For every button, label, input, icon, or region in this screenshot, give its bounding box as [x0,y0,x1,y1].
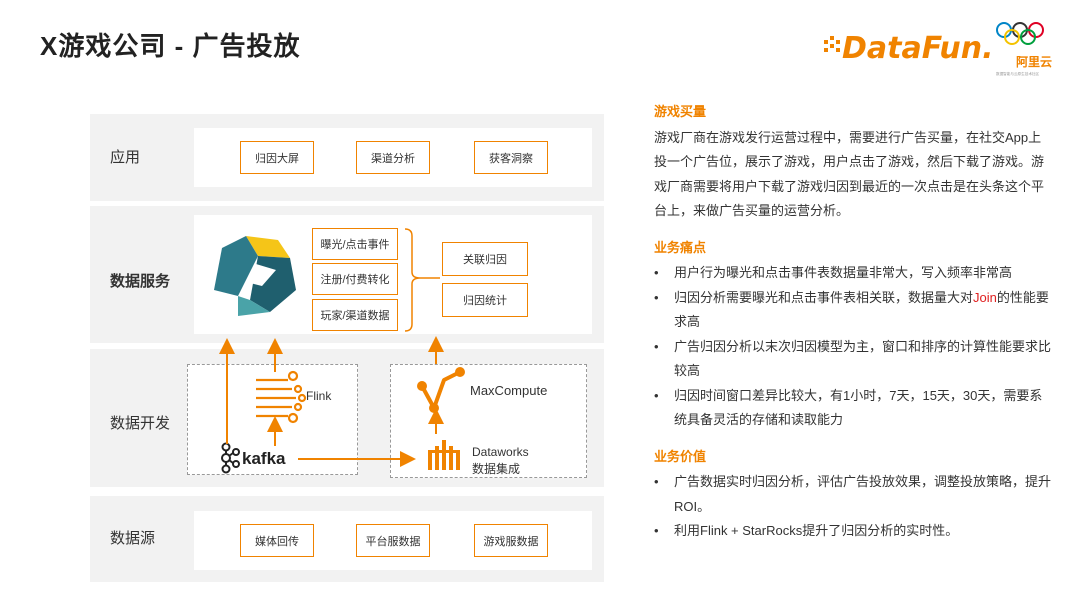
layer-label-application: 应用 [110,149,141,166]
box-linked-attribution: 关联归因 [442,242,528,276]
maxcompute-label: MaxCompute [470,383,548,398]
kafka-label: kafka [242,449,286,468]
layer-label-data-source: 数据源 [110,530,156,547]
box-channel-analysis: 渠道分析 [356,141,430,174]
data-source-panel: 媒体回传 平台服数据 游戏服数据 [194,511,592,570]
box-register-pay-conversion: 注册/付费转化 [312,263,398,295]
datafun-logo: DataFun. 阿里云 数据智能与云原生技术社区 [820,18,1060,78]
section-title-buy: 游戏买量 [654,104,707,119]
layer-application: 应用 归因大屏 渠道分析 获客洞察 [90,114,604,201]
box-attribution-dashboard: 归因大屏 [240,141,314,174]
business-panel: 游戏买量 游戏厂商在游戏发行运营过程中，需要进行广告买量，在社交App上投一个广… [654,100,1054,544]
layer-data-source: 数据源 媒体回传 平台服数据 游戏服数据 [90,496,604,582]
logo-partner-text: 阿里云 [1016,54,1052,69]
pain-bullet-4: 归因时间窗口差异比较大，有1小时，7天，15天，30天，需要系统具备灵活的存储和… [654,384,1054,433]
value-bullet-1: 广告数据实时归因分析，评估广告投放效果，调整投放策略，提升ROI。 [654,470,1054,519]
maxcompute-icon [417,367,465,413]
box-exposure-click-events: 曝光/点击事件 [312,228,398,260]
flink-label: Flink [306,389,332,403]
pain-bullet-2-post: 的性能要求高 [674,289,1049,330]
pain-bullet-2-join: Join [973,289,997,305]
starrocks-logo-icon [214,236,296,316]
box-attribution-statistics: 归因统计 [442,283,528,317]
layer-label-data-service: 数据服务 [110,273,171,290]
box-platform-server-data: 平台服数据 [356,524,430,557]
dataworks-icon [428,440,460,470]
data-integration-label: 数据集成 [472,462,521,476]
page-title: X游戏公司 - 广告投放 [40,31,301,61]
value-bullet-2: 利用Flink + StarRocks提升了归因分析的实时性。 [654,519,1054,544]
layer-label-data-development: 数据开发 [110,415,171,432]
application-panel: 归因大屏 渠道分析 获客洞察 [194,128,592,187]
box-player-channel-data: 玩家/渠道数据 [312,299,398,331]
dataworks-label: Dataworks [472,445,529,459]
kafka-icon [221,442,240,474]
box-media-callback: 媒体回传 [240,524,314,557]
pain-bullet-3: 广告归因分析以末次归因模型为主，窗口和排序的计算性能要求比较高 [654,335,1054,384]
logo-brand-text: DataFun. [842,31,993,66]
pain-bullet-2: 归因分析需要曝光和点击事件表相关联，数据量大对Join的性能要求高 [654,286,1054,335]
box-acquisition-insight: 获客洞察 [474,141,548,174]
logo-graphic: DataFun. 阿里云 数据智能与云原生技术社区 [824,22,1052,76]
flow-arrows [219,336,444,467]
layer-data-development: 数据开发 Flink kafka MaxCompute Dataworks 数据… [90,349,604,487]
section-title-pain: 业务痛点 [654,239,707,255]
logo-tagline: 数据智能与云原生技术社区 [996,71,1040,76]
pain-bullet-1: 用户行为曝光和点击事件表数据量非常大，写入频率非常高 [654,261,1054,286]
buy-description: 游戏厂商在游戏发行运营过程中，需要进行广告买量，在社交App上投一个广告位，展示… [654,129,1045,219]
pain-bullet-2-pre: 归因分析需要曝光和点击事件表相关联，数据量大对 [674,289,974,305]
events-bracket [404,228,440,332]
flink-icon [256,370,307,424]
section-title-value: 业务价值 [654,448,707,464]
box-game-server-data: 游戏服数据 [474,524,548,557]
